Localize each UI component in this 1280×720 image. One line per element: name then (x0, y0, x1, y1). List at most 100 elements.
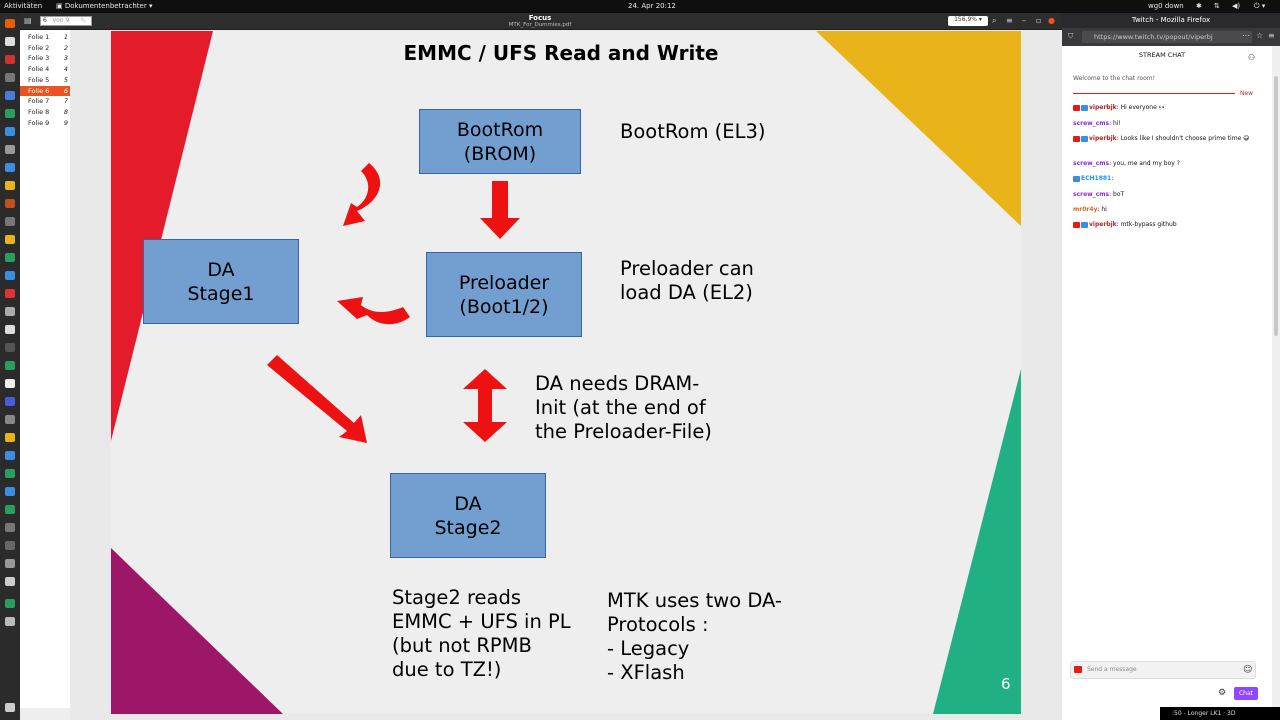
annotate-icon[interactable]: ✎ (80, 16, 87, 25)
menu-icon[interactable]: ≡ (1268, 31, 1275, 40)
app-menu[interactable]: ▣ Dokumentenbetrachter ▾ (56, 2, 153, 10)
verified-badge-icon[interactable] (1081, 135, 1088, 142)
app-icon[interactable] (5, 235, 15, 244)
broadcaster-badge-icon[interactable] (1073, 104, 1080, 111)
slide-list-label: Folie 9 (28, 118, 50, 127)
chat-username[interactable]: viperbjk (1089, 221, 1117, 228)
curved-arrow-preloader-to-da1 (337, 297, 410, 325)
badge-icon[interactable] (1074, 666, 1082, 673)
chat-send-button[interactable]: Chat (1234, 687, 1258, 700)
verified-badge-icon[interactable] (1081, 221, 1088, 228)
menu-icon[interactable]: ≡ (1006, 16, 1013, 25)
network-icon[interactable]: ⇅ (1214, 2, 1220, 10)
sidebar-toggle-icon[interactable]: ▤ (24, 16, 32, 25)
files-icon[interactable] (5, 37, 15, 46)
broadcaster-badge-icon[interactable] (1073, 135, 1080, 142)
chat-username[interactable]: screw_cms (1073, 160, 1110, 167)
volume-icon[interactable]: ◀) (1232, 2, 1241, 10)
chat-settings-icon[interactable]: ⚙ (1218, 688, 1227, 698)
emote-picker-icon[interactable]: ☺ (1243, 665, 1253, 675)
app-icon[interactable] (5, 451, 15, 460)
app-icon[interactable] (5, 617, 15, 626)
minimize-icon[interactable]: – (1022, 16, 1026, 25)
show-apps-icon[interactable] (5, 703, 15, 712)
chat-text: : Looks like I shouldn't choose prime ti… (1116, 135, 1250, 142)
clock[interactable]: 24. Apr 20:12 (628, 2, 676, 10)
app-icon[interactable] (5, 541, 15, 550)
app-icon[interactable] (5, 145, 15, 154)
app-icon[interactable] (5, 415, 15, 424)
app-icon[interactable] (5, 271, 15, 280)
chat-message: viperbjk: mtk-bypass github (1073, 221, 1253, 229)
close-icon[interactable]: ● (1048, 16, 1055, 25)
app-icon[interactable] (5, 109, 15, 118)
chat-input[interactable]: Send a message (1070, 661, 1256, 679)
firefox-icon[interactable] (5, 19, 15, 28)
app-icon[interactable] (5, 163, 15, 172)
bluetooth-icon[interactable]: ✱ (1196, 2, 1202, 10)
app-icon[interactable] (5, 361, 15, 370)
app-icon[interactable] (5, 307, 15, 316)
activities-button[interactable]: Aktivitäten (4, 2, 43, 10)
vpn-status[interactable]: wg0 down (1148, 2, 1184, 10)
users-icon[interactable]: ⚇ (1248, 53, 1256, 62)
chat-username[interactable]: viperbjk (1089, 104, 1117, 111)
power-icon[interactable]: ⏻ ▾ (1254, 2, 1266, 10)
app-icon[interactable] (5, 379, 15, 388)
chat-username[interactable]: ECH1881 (1081, 175, 1112, 182)
chat-message: mr0r4y: hi (1073, 206, 1253, 214)
url-bar[interactable]: https://www.twitch.tv/popout/viperbj (1082, 31, 1252, 43)
dram-label: DA needs DRAM- Init (at the end of the P… (535, 372, 712, 443)
app-icon[interactable] (5, 91, 15, 100)
firefox-title: Twitch - Mozilla Firefox (1062, 13, 1280, 28)
scrollbar[interactable] (1272, 46, 1280, 720)
page-count: von 9 (52, 17, 70, 24)
app-icon[interactable] (5, 523, 15, 532)
page-number-entry[interactable]: 6 von 9 (40, 16, 92, 26)
chat-username[interactable]: screw_cms (1073, 120, 1110, 127)
document-area[interactable]: EMMC / UFS Read and Write BootRom (BROM)… (70, 30, 1062, 720)
shield-icon[interactable]: ⛉ (1068, 32, 1074, 40)
chat-username[interactable]: mr0r4y (1073, 206, 1098, 213)
app-icon[interactable] (5, 325, 15, 334)
verified-badge-icon[interactable] (1081, 104, 1088, 111)
app-icon[interactable] (5, 253, 15, 262)
app-icon[interactable] (5, 217, 15, 226)
slide-background-shapes (111, 31, 1021, 714)
maximize-icon[interactable]: ▫ (1036, 16, 1042, 25)
chat-username[interactable]: screw_cms (1073, 191, 1110, 198)
app-icon[interactable] (5, 289, 15, 298)
app-icon[interactable] (5, 433, 15, 442)
app-icon[interactable] (5, 469, 15, 478)
app-icon[interactable] (5, 55, 15, 64)
broadcaster-badge-icon[interactable] (1073, 221, 1080, 228)
app-icon[interactable] (5, 599, 15, 608)
search-icon[interactable]: ⌕ (992, 16, 997, 25)
app-icon[interactable] (5, 343, 15, 352)
telegram-icon[interactable] (5, 487, 15, 496)
app-icon[interactable] (5, 127, 15, 136)
verified-badge-icon[interactable] (1073, 175, 1080, 182)
zoom-select[interactable]: 156,9% ▾ (948, 16, 988, 26)
app-icon[interactable] (5, 577, 15, 586)
bookmark-icon[interactable]: ☆ (1256, 31, 1264, 40)
page-actions-icon[interactable]: ⋯ (1242, 31, 1250, 40)
app-icon[interactable] (5, 559, 15, 568)
app-icon[interactable] (5, 199, 15, 208)
slide-list-label: Folie 2 (28, 43, 50, 52)
app-icon[interactable] (5, 505, 15, 514)
chat-username[interactable]: viperbjk (1089, 135, 1117, 142)
app-icon[interactable] (5, 181, 15, 190)
app-icon[interactable] (5, 73, 15, 82)
scrollbar-thumb[interactable] (1274, 76, 1278, 336)
app-icon[interactable] (5, 397, 15, 406)
